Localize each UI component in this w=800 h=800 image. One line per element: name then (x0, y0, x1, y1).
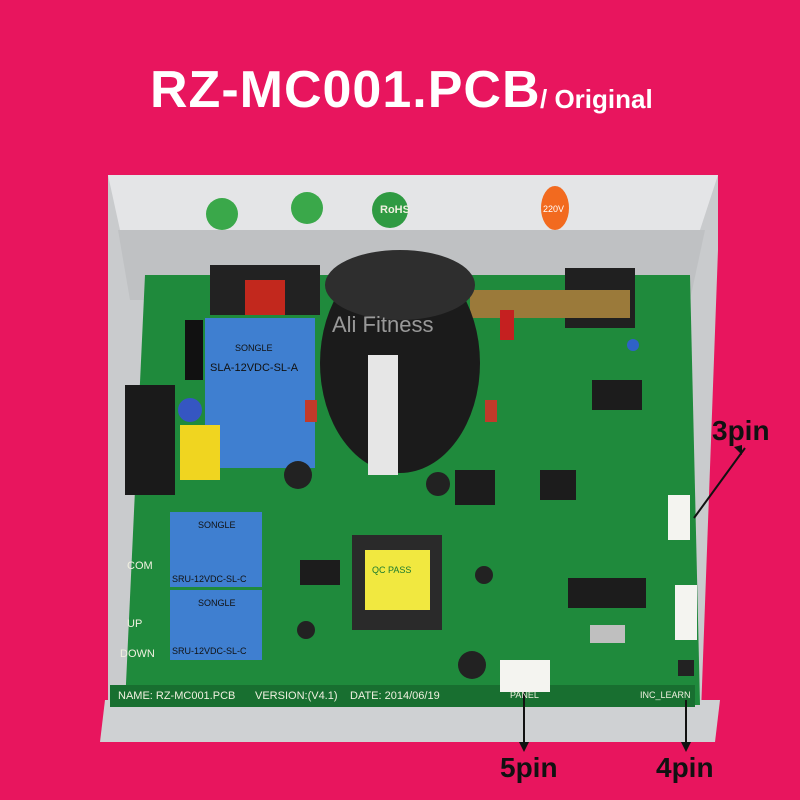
red-wire-terminal (500, 310, 514, 340)
arrow-3pin (693, 447, 746, 519)
arrow-5pin-head (519, 742, 529, 752)
product-subtitle: / Original (540, 84, 653, 114)
panel-label: PANEL (510, 690, 539, 700)
varistor (178, 398, 202, 422)
voltage-sticker (541, 186, 569, 230)
transformer-winding (365, 550, 430, 610)
relay-main-model: SLA-12VDC-SL-A (210, 362, 299, 374)
connector-3pin (668, 495, 690, 540)
small-cap-4 (475, 566, 493, 584)
learn-button (678, 660, 694, 676)
relay-small-2 (170, 590, 262, 660)
capacitor-top (325, 250, 475, 320)
board-date: DATE: 2014/06/19 (350, 690, 440, 702)
relay-main (205, 318, 315, 468)
connector-5pin (500, 660, 550, 692)
ic-driver (540, 470, 576, 500)
ic-optocoupler (300, 560, 340, 585)
crystal (590, 625, 625, 643)
small-cap-1 (284, 461, 312, 489)
fuse-holder (125, 385, 175, 495)
qc-sticker: QC PASS (372, 565, 412, 575)
qc-sticker-1 (206, 198, 238, 230)
callout-4pin: 4pin (656, 752, 714, 783)
relay-1-brand: SONGLE (198, 520, 236, 530)
relay-2-brand: SONGLE (198, 598, 236, 608)
small-cap-3 (458, 651, 486, 679)
board-version: VERSION:(V4.1) (255, 690, 338, 702)
heatsink-base (100, 700, 720, 742)
arrow-4pin-head (681, 742, 691, 752)
relay-main-brand: SONGLE (235, 343, 273, 353)
sensor-block (592, 380, 642, 410)
small-cap-5 (297, 621, 315, 639)
board-name: NAME: RZ-MC001.PCB (118, 690, 236, 702)
heatsink-fin-top (108, 175, 718, 230)
callout-3pin: 3pin (712, 415, 770, 446)
arrow-3pin-head (734, 445, 742, 455)
watermark: Ali Fitness (332, 312, 434, 337)
relay-1-model: SRU-12VDC-SL-C (172, 574, 247, 584)
product-title: RZ-MC001.PCB (150, 61, 541, 119)
edge-label-up: UP (127, 618, 143, 630)
ic-mcu (568, 578, 646, 608)
film-cap-2 (485, 400, 497, 422)
blue-cap (627, 339, 639, 351)
callout-5pin: 5pin (500, 752, 558, 783)
qc-sticker-2 (291, 192, 323, 224)
connector-4pin (675, 585, 697, 640)
small-cap-2 (426, 472, 450, 496)
diode (185, 320, 203, 380)
edge-label-com: COM (127, 560, 153, 572)
shunt-bar (470, 290, 630, 318)
mosfet-clip (245, 280, 285, 315)
x-capacitor (180, 425, 220, 480)
inc-learn-label: INC_LEARN (640, 690, 691, 700)
voltage-label: 220V (543, 204, 565, 214)
film-cap (305, 400, 317, 422)
rohs-label: RoHS (380, 204, 410, 216)
capacitor-sleeve (368, 355, 398, 475)
rohs-sticker (372, 192, 408, 228)
relay-2-model: SRU-12VDC-SL-C (172, 646, 247, 656)
regulator (455, 470, 495, 505)
edge-label-down: DOWN (120, 648, 155, 660)
relay-small-1 (170, 512, 262, 587)
